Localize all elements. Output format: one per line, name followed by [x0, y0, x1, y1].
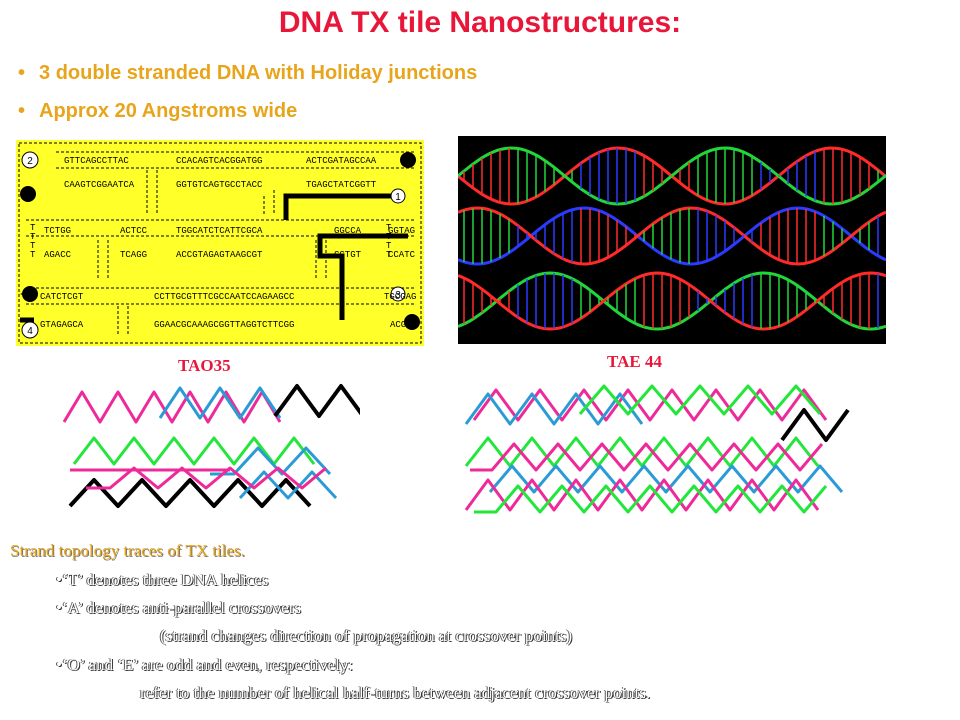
tao-strand-blue [210, 446, 332, 476]
seq-row2-bottom-b: TCAGG [120, 250, 148, 260]
helix-backbone [457, 271, 887, 331]
seq-row2-bottom-d: CCTGT [334, 250, 362, 260]
tae-strand-pink [470, 442, 824, 472]
seq-row2-top-e: GGTAG [388, 226, 416, 236]
tao-strand-green [72, 436, 316, 466]
seq-row3-bottom-b: GGAACGCAAAGCGGTTAGGTCTTCGG [154, 320, 295, 330]
marker-2-label: 2 [27, 156, 33, 167]
seq-row2-bottom-c: ACCGTAGAGTAAGCGT [176, 250, 263, 260]
seq-row2-bottom-a: AGACC [44, 250, 72, 260]
tae-strand-pink [472, 388, 828, 422]
bullet-triple-helix: •3 double stranded DNA with Holiday junc… [18, 62, 478, 84]
seq-row1-top-c: ACTCGATAGCCAA [306, 156, 377, 166]
seq-row3-top-c: TGCGAG [384, 292, 417, 302]
tao-strand-pink [86, 466, 327, 490]
helix-backbone [457, 146, 887, 206]
seq-row2-bottom-e: CCATC [388, 250, 416, 260]
marker-1-circle [390, 188, 406, 204]
seq-row2-top-a: TCTGG [44, 226, 72, 236]
marker-1-label: 1 [395, 192, 401, 203]
tao35-label: TAO35 [178, 356, 231, 375]
marker-3-circle [390, 286, 406, 302]
note-a-subtext: (strand changes direction of propagation… [160, 626, 573, 645]
seq-row1-top-a: GTTCAGCCTTAC [64, 156, 129, 166]
page-title: DNA TX tile Nanostructures: [278, 6, 682, 39]
seq-row2-top-d: GGCCA [334, 226, 362, 236]
helix-backbone [457, 206, 887, 266]
tae44-strand-trace [464, 384, 850, 514]
tae-strand-green [464, 436, 820, 468]
tao35-strand-trace [62, 384, 360, 508]
seq-row1-bottom-b: GGTGTCAGTGCCTACC [176, 180, 263, 190]
note-t-definition: •‘T’ denotes three DNA helices [56, 570, 269, 589]
tae-strand-green [578, 384, 822, 416]
tao-strand-pink [62, 390, 282, 424]
notes-heading: Strand topology traces of TX tiles. [10, 541, 245, 560]
seq-row3-top-a: CATCTCGT [40, 292, 84, 302]
marker-4-circle [21, 321, 39, 339]
seq-row1-bottom-c: TGAGCTATCGGTT [306, 180, 377, 190]
note-a-definition: •‘A’ denotes anti-parallel crossovers [56, 598, 301, 617]
loop-left: T T T T [30, 223, 36, 260]
marker-4-label: 4 [27, 326, 33, 337]
tao-strand-blue [158, 386, 282, 420]
seq-row1-bottom-a: CAAGTCGGAATCA [64, 180, 135, 190]
tile-strand-lines: 2 1 3 4 [18, 142, 422, 344]
bullet-text: 3 double stranded DNA with Holiday junct… [39, 62, 478, 84]
bullet-text: Approx 20 Angstroms wide [39, 100, 298, 122]
seq-row3-bottom-a: GTAGAGCA [40, 320, 84, 330]
tx-tile-sequence-diagram: 2 1 3 4 GTTCAGCCTTAC CCACAGTCACGGATGG AC… [16, 140, 424, 346]
marker-3-label: 3 [395, 290, 401, 301]
triple-helix-model-image [457, 136, 887, 344]
helix-backbone [457, 271, 887, 331]
tae-strand-green [474, 484, 828, 514]
marker-2-circle [21, 151, 39, 169]
tae44-label: TAE 44 [607, 352, 662, 371]
tae-strand-pink [464, 478, 820, 512]
seq-row3-top-b: CCTTGCGTTTCGCCAATCCAGAAGCC [154, 292, 295, 302]
tae-strand-blue [464, 392, 644, 426]
helix-drawing [457, 146, 887, 331]
bullet-width: •Approx 20 Angstroms wide [18, 100, 298, 122]
tae-strand-black [780, 408, 850, 442]
seq-row2-top-b: ACTCC [120, 226, 148, 236]
seq-row3-bottom-c: ACGCT [390, 320, 418, 330]
note-oe-definition: •‘O’ and ‘E’ are odd and even, respectiv… [56, 655, 354, 674]
tao-strand-black [68, 478, 312, 508]
loop-right: T T T T [386, 223, 392, 260]
seq-row1-top-b: CCACAGTCACGGATGG [176, 156, 263, 166]
tae-strand-blue [488, 464, 844, 494]
tao-strand-blue [238, 470, 338, 500]
tao-strand-black [273, 384, 360, 418]
seq-row2-top-c: TGGCATCTCATTCGCA [176, 226, 263, 236]
note-oe-subtext: refer to the number of helical half-turn… [140, 683, 651, 702]
helix-backbone [457, 206, 887, 266]
